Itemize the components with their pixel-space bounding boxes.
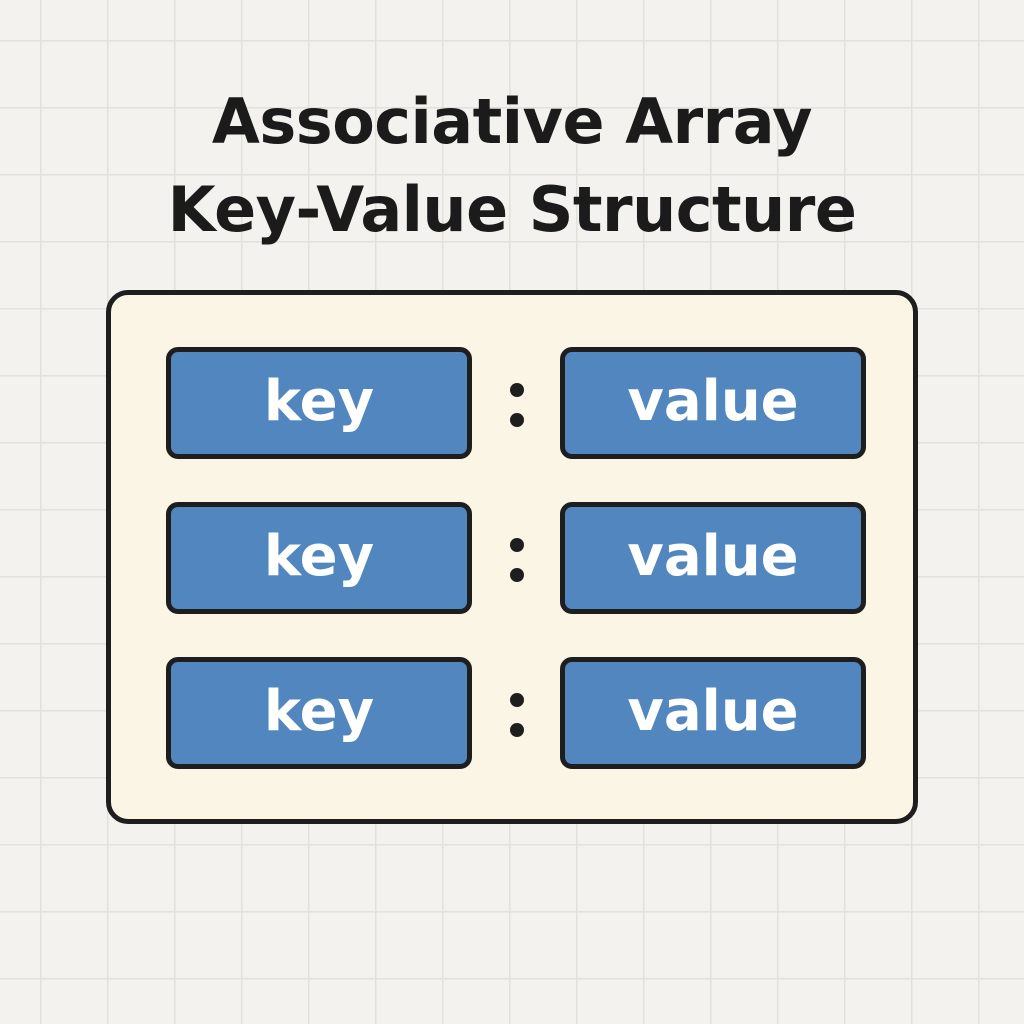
value-box: value [560, 502, 866, 614]
colon-dot [510, 723, 524, 737]
value-box: value [560, 347, 866, 459]
colon-icon [505, 383, 529, 427]
colon-dot [510, 568, 524, 582]
key-box: key [166, 657, 472, 769]
key-box: key [166, 347, 472, 459]
key-value-pair-3: key value [166, 657, 868, 769]
key-value-pair-2: key value [166, 502, 868, 614]
key-box: key [166, 502, 472, 614]
colon-dot [510, 413, 524, 427]
colon-dot [510, 383, 524, 397]
colon-icon [505, 538, 529, 582]
diagram-title: Associative Array Key-Value Structure [0, 78, 1024, 254]
colon-dot [510, 693, 524, 707]
title-line-2: Key-Value Structure [167, 173, 857, 246]
colon-dot [510, 538, 524, 552]
value-box: value [560, 657, 866, 769]
associative-array-container: key value key value key value [106, 290, 918, 824]
colon-icon [505, 693, 529, 737]
key-value-pair-1: key value [166, 347, 868, 459]
title-line-1: Associative Array [211, 85, 813, 158]
